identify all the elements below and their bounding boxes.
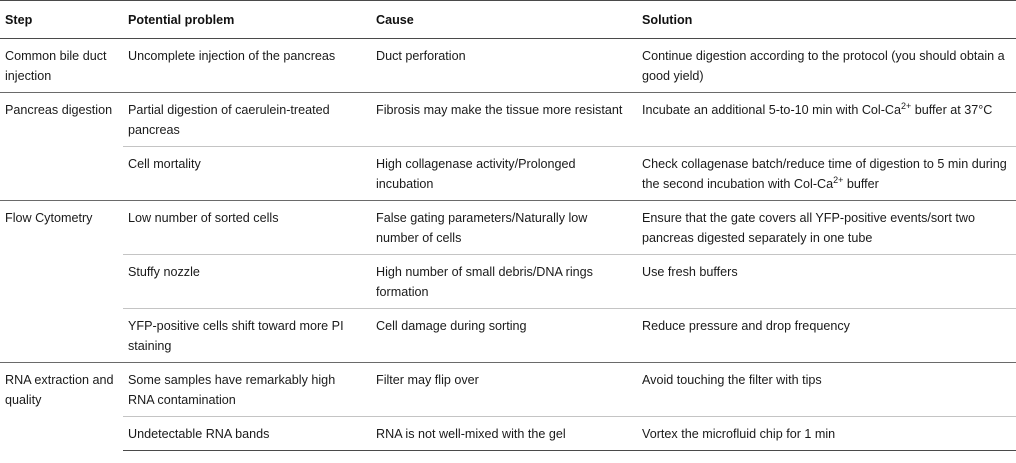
solution-cell: Vortex the microfluid chip for 1 min xyxy=(637,416,1016,451)
cause-cell: Fibrosis may make the tissue more resist… xyxy=(371,92,637,147)
solution-cell: Avoid touching the filter with tips xyxy=(637,362,1016,417)
step-cell: Flow Cytometry xyxy=(0,200,123,363)
problem-cell: YFP-positive cells shift toward more PI … xyxy=(123,308,371,363)
table-row: Common bile duct injection Uncomplete in… xyxy=(0,38,1016,93)
solution-cell: Incubate an additional 5-to-10 min with … xyxy=(637,92,1016,147)
step-cell: Pancreas digestion xyxy=(0,92,123,201)
cause-cell: Cell damage during sorting xyxy=(371,308,637,363)
table-row: Flow Cytometry Low number of sorted cell… xyxy=(0,200,1016,363)
solution-cell: Reduce pressure and drop frequency xyxy=(637,308,1016,363)
problem-cell: Some samples have remarkably high RNA co… xyxy=(123,362,371,417)
problem-cell: Undetectable RNA bands xyxy=(123,416,371,451)
cause-cell: High collagenase activity/Prolonged incu… xyxy=(371,146,637,201)
table-header: Step Potential problem Cause Solution xyxy=(0,0,1016,39)
problem-cell: Low number of sorted cells xyxy=(123,200,371,255)
cause-cell: High number of small debris/DNA rings fo… xyxy=(371,254,637,309)
table-row: YFP-positive cells shift toward more PI … xyxy=(0,308,1016,363)
solution-text: Incubate an additional 5-to-10 min with … xyxy=(642,103,902,117)
cause-cell: RNA is not well-mixed with the gel xyxy=(371,416,637,451)
step-cell: RNA extraction and quality xyxy=(0,362,123,451)
step-cell: Common bile duct injection xyxy=(0,38,123,93)
solution-cell: Use fresh buffers xyxy=(637,254,1016,309)
solution-text-end: buffer xyxy=(843,177,879,191)
table-row: Pancreas digestion Partial digestion of … xyxy=(0,92,1016,201)
header-row: Step Potential problem Cause Solution xyxy=(0,0,1016,39)
header-problem: Potential problem xyxy=(123,0,371,39)
solution-text: Check collagenase batch/reduce time of d… xyxy=(642,157,1007,191)
cause-cell: Filter may flip over xyxy=(371,362,637,417)
solution-text-end: buffer at 37°C xyxy=(911,103,993,117)
solution-cell: Ensure that the gate covers all YFP-posi… xyxy=(637,200,1016,255)
troubleshooting-table: Step Potential problem Cause Solution Co… xyxy=(0,0,1016,451)
table-row: RNA extraction and quality Some samples … xyxy=(0,362,1016,451)
header-cause: Cause xyxy=(371,0,637,39)
problem-cell: Uncomplete injection of the pancreas xyxy=(123,38,371,93)
cause-cell: Duct perforation xyxy=(371,38,637,93)
header-solution: Solution xyxy=(637,0,1016,39)
table-row: Stuffy nozzle High number of small debri… xyxy=(0,254,1016,309)
solution-cell: Continue digestion according to the prot… xyxy=(637,38,1016,93)
superscript-charge: 2+ xyxy=(901,101,912,111)
problem-cell: Cell mortality xyxy=(123,146,371,201)
superscript-charge: 2+ xyxy=(833,175,844,185)
problem-cell: Stuffy nozzle xyxy=(123,254,371,309)
problem-cell: Partial digestion of caerulein-treated p… xyxy=(123,92,371,147)
cause-cell: False gating parameters/Naturally low nu… xyxy=(371,200,637,255)
header-step: Step xyxy=(0,0,123,39)
solution-cell: Check collagenase batch/reduce time of d… xyxy=(637,146,1016,201)
table-row: Undetectable RNA bands RNA is not well-m… xyxy=(0,416,1016,451)
table-body: Common bile duct injection Uncomplete in… xyxy=(0,38,1016,451)
table-row: Cell mortality High collagenase activity… xyxy=(0,146,1016,201)
